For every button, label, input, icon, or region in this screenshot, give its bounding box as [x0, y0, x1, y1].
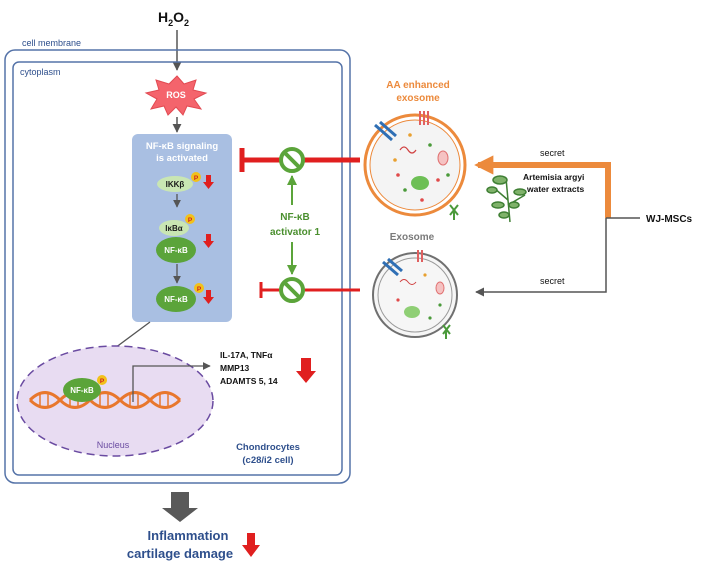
- ikkb-phospho-badge: [191, 172, 201, 182]
- nfkb-node-2: [156, 286, 196, 312]
- ros-label: ROS: [166, 90, 186, 100]
- nfkb-nucleus-phospho-badge: [97, 375, 107, 385]
- ikba-phospho-label: P: [188, 217, 193, 224]
- ikba-down-arrow: [203, 234, 214, 248]
- gene-list-2: MMP13: [220, 363, 250, 373]
- h2o2-label: H2O2: [158, 9, 189, 28]
- nfkb-label-1: NF-κB: [164, 246, 188, 255]
- transcription-arrow: [132, 362, 211, 402]
- nfkb-panel-title-1: NF-κB signaling: [146, 141, 219, 152]
- cell-membrane: [4, 49, 351, 484]
- aa-enhanced-exosome: [363, 111, 467, 220]
- outcome-down-arrow: [242, 533, 260, 557]
- no-symbol-bottom-icon: [279, 277, 305, 303]
- exosome-secret-arrow: [475, 218, 607, 297]
- chondrocytes-label-2: (c28/i2 cell): [242, 455, 293, 466]
- nfkb-panel-title-2: is activated: [156, 153, 208, 164]
- outcome-block-arrow: [162, 492, 198, 522]
- aa-exosome-label-1: AA enhanced: [386, 80, 450, 91]
- ikba-phospho-badge: [185, 214, 195, 224]
- secret-label-bottom: secret: [540, 276, 565, 286]
- ikba-node: [159, 220, 189, 236]
- ikkb-label: IKKβ: [166, 180, 185, 189]
- outcome-label-1: Inflammation: [148, 528, 229, 543]
- exosome-label: Exosome: [390, 232, 435, 243]
- chondrocytes-label-1: Chondrocytes: [236, 442, 300, 453]
- cytoplasm-border: [12, 61, 343, 476]
- artemisia-label-1: Artemisia argyi: [523, 172, 584, 182]
- secret-label-top: secret: [540, 148, 565, 158]
- nfkb-phospho-badge: [194, 283, 204, 293]
- aa-exosome-label-2: exosome: [396, 93, 440, 104]
- nfkb-down-arrow: [203, 290, 214, 304]
- gene-list-3: ADAMTS 5, 14: [220, 376, 278, 386]
- dna-helix: [28, 391, 182, 409]
- ros-burst: [144, 75, 208, 116]
- cell-membrane-label: cell membrane: [22, 38, 81, 48]
- gene-expression-down-arrow: [296, 358, 316, 383]
- exosome: [372, 250, 458, 339]
- ikkb-phospho-label: P: [194, 175, 199, 182]
- nucleus: [16, 345, 214, 457]
- cytoplasm-label: cytoplasm: [20, 67, 61, 77]
- nfkb-nucleus-phospho-label: P: [100, 378, 105, 385]
- aa-secret-arrow: [474, 155, 611, 218]
- nfkb-node-nucleus: [63, 378, 101, 402]
- no-symbol-top-icon: [279, 147, 305, 173]
- ikba-label: IκBα: [165, 224, 182, 233]
- artemisia-label-2: water extracts: [526, 184, 584, 194]
- nfkb-label-2: NF-κB: [164, 295, 188, 304]
- nfkb-node-1: [156, 237, 196, 263]
- nfkb-phospho-label: P: [197, 286, 202, 293]
- nucleus-label: Nucleus: [97, 440, 130, 450]
- activator-label-1: NF-κB: [280, 212, 309, 223]
- artemisia-plant-icon: [486, 175, 527, 223]
- activator-label-2: activator 1: [270, 227, 320, 238]
- wjmscs-label: WJ-MSCs: [646, 214, 693, 225]
- nfkb-label-nucleus: NF-κB: [70, 386, 94, 395]
- outcome-label-2: cartilage damage: [127, 546, 233, 561]
- ikkb-down-arrow: [203, 175, 214, 189]
- ikkb-node: [157, 176, 193, 192]
- gene-list-1: IL-17A, TNFα: [220, 350, 273, 360]
